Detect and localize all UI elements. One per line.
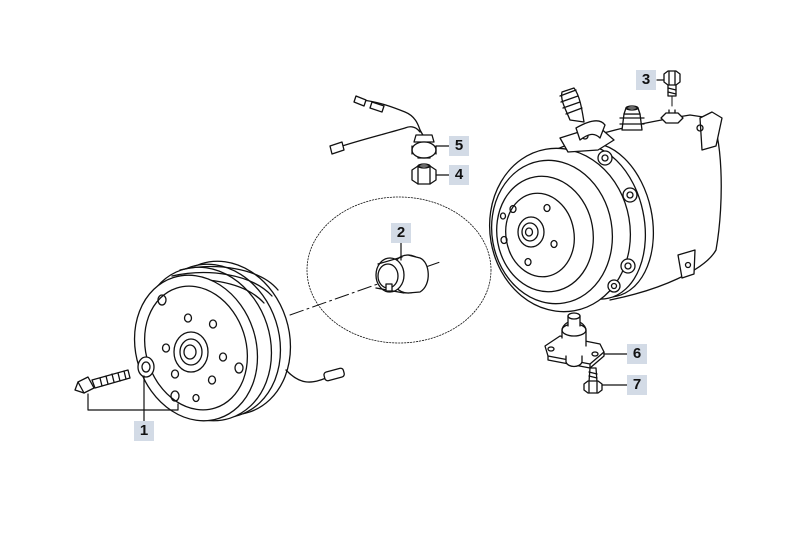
small-bolt <box>583 367 603 394</box>
callout-7: 7 <box>627 375 647 395</box>
pressure-switch-with-wire <box>329 95 437 159</box>
callout-3: 3 <box>636 70 656 90</box>
hex-screw <box>663 70 681 107</box>
washer <box>137 356 155 378</box>
ac-compressor <box>488 87 723 313</box>
plug <box>375 254 429 294</box>
hex-nut <box>411 163 437 185</box>
callout-5: 5 <box>449 136 469 156</box>
leader-line-1 <box>87 375 179 423</box>
callout-4: 4 <box>449 165 469 185</box>
callout-6: 6 <box>627 344 647 364</box>
bolt <box>74 369 131 394</box>
detail-circle <box>306 196 492 344</box>
magnetic-clutch-pulley <box>133 260 345 422</box>
callout-1: 1 <box>134 421 154 441</box>
mounting-bracket <box>544 312 605 369</box>
callout-2: 2 <box>391 223 411 243</box>
